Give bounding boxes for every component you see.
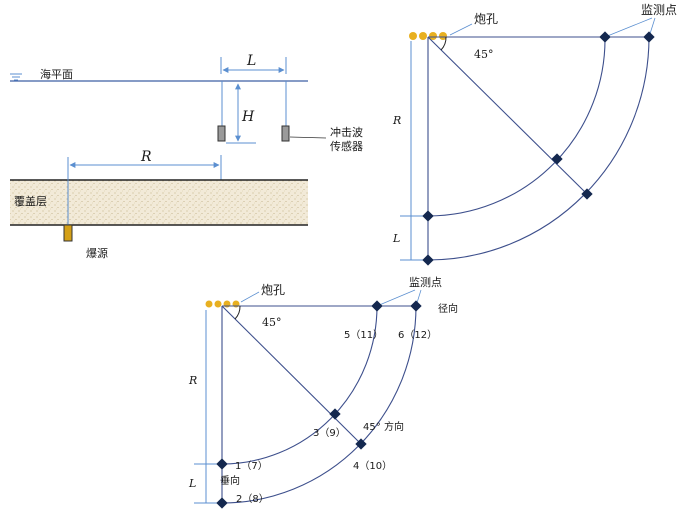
blast-holes	[409, 32, 447, 40]
direction-label: 方向	[384, 420, 404, 433]
node-marker	[643, 31, 655, 43]
angle-label-bottom: 45°	[262, 316, 282, 329]
node-marker	[355, 438, 367, 450]
point-label-1: 1（7）	[235, 460, 268, 472]
l-label-top: L	[392, 232, 400, 245]
l-label-bottom: L	[188, 477, 196, 490]
node-marker	[581, 188, 593, 200]
direction-angle-label: 45°	[363, 422, 381, 433]
cover-layer-label: 覆盖层	[14, 194, 47, 208]
water-surface-icon	[10, 73, 22, 81]
node-marker	[216, 458, 228, 470]
node-marker	[410, 300, 422, 312]
monitor-point-label: 监测点	[641, 3, 677, 17]
blast-hole-label-bottom: 炮孔	[261, 283, 285, 297]
radial-label: 径向	[438, 302, 458, 315]
node-marker	[216, 497, 228, 509]
point-label-5: 5（11）	[344, 329, 383, 341]
cover-layer	[10, 180, 308, 225]
angle-label: 45°	[474, 48, 494, 61]
shock-sensor-left	[217, 125, 226, 142]
point-label-3: 3（9）	[313, 427, 346, 439]
node-marker	[371, 300, 383, 312]
vertical-label: 垂向	[220, 474, 240, 487]
explosive-charge	[63, 224, 73, 242]
sensor-label-line1: 冲击波	[330, 125, 363, 139]
monitoring-nodes-bottom	[216, 300, 422, 509]
h-label: H	[241, 109, 255, 125]
left-diagram: 海平面 L H 冲击波 传感器 R 覆盖层 爆源	[10, 53, 363, 260]
sensor-label-line2: 传感器	[330, 140, 363, 153]
bottom-diagram: 炮孔 监测点 45° 径向 R L 5（11） 6（12） 3（9） 4（10）…	[188, 276, 458, 509]
monitor-point-label-bottom: 监测点	[409, 276, 442, 289]
shock-sensor-right	[281, 125, 290, 142]
blast-hole-label: 炮孔	[474, 12, 498, 26]
node-marker	[422, 210, 434, 222]
node-marker	[422, 254, 434, 266]
node-marker	[551, 153, 563, 165]
node-marker	[599, 31, 611, 43]
l-label: L	[246, 53, 256, 69]
point-label-2: 2（8）	[236, 493, 269, 505]
node-marker	[329, 408, 341, 420]
monitoring-nodes	[422, 31, 655, 266]
top-right-diagram: 炮孔 监测点 45° R L	[392, 3, 677, 266]
r-label-bottom: R	[188, 374, 197, 387]
point-label-6: 6（12）	[398, 329, 437, 341]
r-label: R	[140, 149, 152, 165]
point-label-4: 4（10）	[353, 460, 392, 472]
source-label: 爆源	[86, 246, 108, 260]
sea-surface-label: 海平面	[40, 67, 73, 81]
r-label-top: R	[392, 114, 401, 127]
